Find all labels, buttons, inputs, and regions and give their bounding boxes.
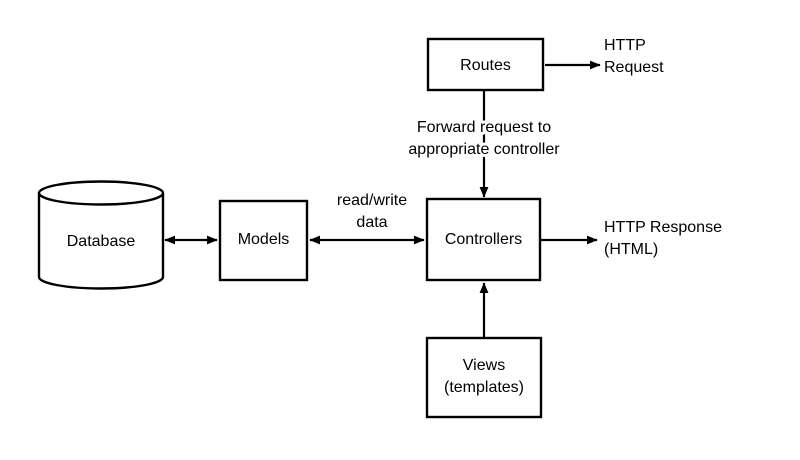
node-database[interactable]: Database xyxy=(37,180,165,290)
node-models[interactable]: Models xyxy=(218,199,309,282)
label-read-write-line1: read/write xyxy=(337,192,407,209)
label-http-response: HTTP Response (HTML) xyxy=(604,219,722,258)
label-forward-request: Forward request to appropriate controlle… xyxy=(405,116,563,161)
label-read-write-line2: data xyxy=(356,214,387,231)
label-http-response-line1: HTTP Response xyxy=(604,219,722,236)
label-http-request: HTTP Request xyxy=(604,37,664,76)
node-controllers[interactable]: Controllers xyxy=(425,197,542,282)
node-routes[interactable]: Routes xyxy=(426,37,545,92)
label-http-request-line2: Request xyxy=(604,59,664,76)
node-models-label: Models xyxy=(238,231,290,248)
label-read-write-data: read/write data xyxy=(334,189,410,234)
label-forward-request-line2: appropriate controller xyxy=(408,141,560,158)
node-views-label-line2: (templates) xyxy=(444,379,524,396)
label-forward-request-line1: Forward request to xyxy=(417,119,551,136)
node-controllers-label: Controllers xyxy=(445,231,522,248)
node-routes-label: Routes xyxy=(460,57,511,74)
label-http-response-line2: (HTML) xyxy=(604,241,658,258)
label-http-request-line1: HTTP xyxy=(604,37,646,54)
node-views-label-line1: Views xyxy=(463,357,505,374)
node-database-label: Database xyxy=(67,233,136,250)
node-views[interactable]: Views (templates) xyxy=(425,336,543,419)
